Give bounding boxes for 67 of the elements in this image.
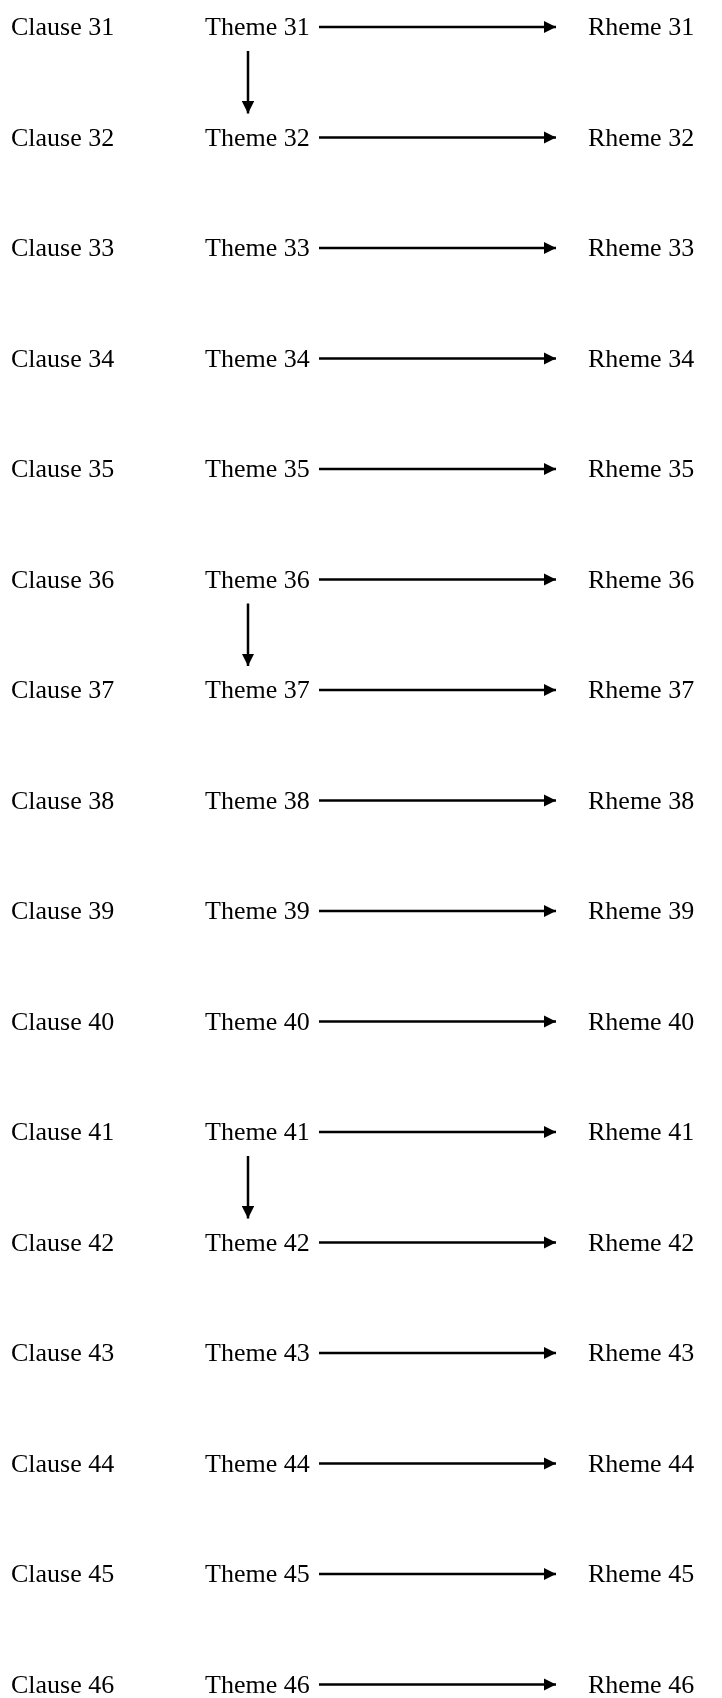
rheme-label: Rheme 46 [588,1669,695,1698]
theme-label: Theme 37 [205,675,310,704]
arrow [319,131,556,144]
theme-label: Theme 32 [205,122,310,152]
theme-label: Theme 42 [205,1227,310,1257]
rheme-label: Rheme 40 [588,1006,695,1036]
rheme-label: Rheme 43 [588,1338,695,1367]
clause-label: Clause 33 [11,233,115,263]
arrow [319,1567,556,1581]
rheme-label: Rheme 45 [588,1559,695,1588]
arrow [319,241,556,255]
rheme-label: Rheme 37 [588,675,695,704]
arrow [319,1457,556,1470]
clause-label: Clause 32 [11,122,115,153]
rheme-label: Rheme 42 [588,1227,695,1257]
arrow [319,352,556,365]
theme-label: Theme 38 [205,785,310,815]
arrow [319,1125,556,1139]
arrow [241,51,255,114]
rheme-label: Rheme 38 [588,785,695,815]
theme-label: Theme 34 [205,343,310,373]
arrow [319,683,556,697]
arrow [241,1156,255,1219]
clause-label: Clause 37 [11,675,115,705]
clause-label: Clause 46 [11,1669,115,1698]
rheme-label: Rheme 39 [588,896,695,925]
arrow [241,603,255,666]
arrow [319,462,556,476]
clause-label: Clause 40 [11,1006,115,1037]
arrow [319,794,556,807]
clause-label: Clause 38 [11,785,115,816]
rheme-label: Rheme 33 [588,233,695,262]
arrow [319,1236,556,1249]
theme-label: Theme 41 [205,1117,310,1146]
theme-label: Theme 35 [205,454,310,483]
rheme-label: Rheme 41 [588,1117,695,1146]
clause-label: Clause 31 [11,12,115,42]
arrow [319,1346,556,1360]
rheme-label: Rheme 35 [588,454,695,483]
clause-label: Clause 44 [11,1448,115,1479]
rheme-label: Rheme 34 [588,343,695,373]
arrow [319,20,556,34]
theme-label: Theme 45 [205,1559,310,1588]
clause-label: Clause 45 [11,1559,115,1589]
theme-label: Theme 31 [205,12,310,41]
theme-label: Theme 44 [205,1448,310,1478]
theme-label: Theme 40 [205,1006,310,1036]
clause-label: Clause 41 [11,1117,115,1147]
theme-label: Theme 33 [205,233,310,262]
rheme-label: Rheme 31 [588,12,695,41]
arrow [319,573,556,586]
theme-label: Theme 46 [205,1669,310,1698]
arrow [319,1678,556,1691]
clause-label: Clause 39 [11,896,115,926]
rheme-label: Rheme 36 [588,564,695,594]
arrow [319,904,556,918]
rheme-label: Rheme 44 [588,1448,695,1478]
theme-label: Theme 43 [205,1338,310,1367]
clause-label: Clause 34 [11,343,115,374]
rheme-label: Rheme 32 [588,122,695,152]
theme-label: Theme 36 [205,564,310,594]
arrow [319,1015,556,1028]
clause-label: Clause 43 [11,1338,115,1368]
clause-label: Clause 35 [11,454,115,484]
theme-label: Theme 39 [205,896,310,925]
clause-label: Clause 42 [11,1227,115,1258]
clause-label: Clause 36 [11,564,115,595]
